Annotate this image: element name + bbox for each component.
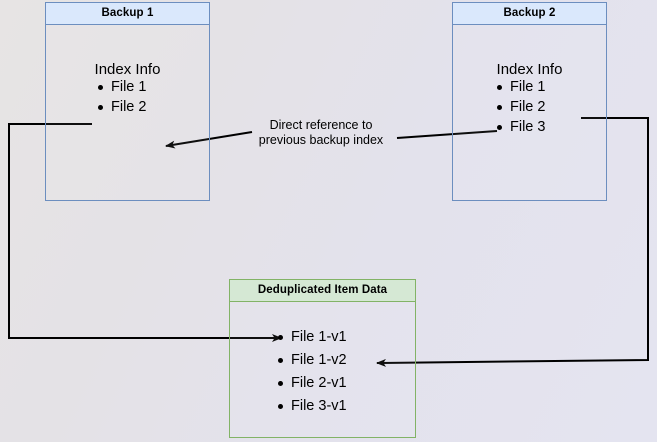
node-backup-2-body: Index Info File 1 File 2 File 3 — [453, 25, 606, 200]
list-item: File 3-v1 — [276, 395, 347, 418]
node-deduplicated-item-data[interactable]: Deduplicated Item Data File 1-v1 File 1-… — [229, 279, 416, 438]
node-backup-2-file-list: File 1 File 2 File 3 — [495, 77, 545, 137]
node-backup-1-header: Backup 1 — [46, 3, 209, 25]
edge-label-line-2: previous backup index — [258, 133, 384, 147]
list-item: File 2 — [495, 97, 545, 117]
list-item: File 1 — [495, 77, 545, 97]
edge-label-line-1: Direct reference to — [269, 118, 373, 132]
list-item: File 1 — [96, 77, 146, 97]
node-deduplicated-file-list: File 1-v1 File 1-v2 File 2-v1 File 3-v1 — [276, 326, 347, 418]
node-backup-2-header: Backup 2 — [453, 3, 606, 25]
node-backup-1-body: Index Info File 1 File 2 — [46, 25, 209, 200]
list-item: File 2-v1 — [276, 372, 347, 395]
node-backup-2[interactable]: Backup 2 Index Info File 1 File 2 File 3 — [452, 2, 607, 201]
list-item: File 1-v2 — [276, 349, 347, 372]
node-deduplicated-item-data-header: Deduplicated Item Data — [230, 280, 415, 302]
list-item: File 1-v1 — [276, 326, 347, 349]
node-backup-1-subtitle: Index Info — [94, 61, 161, 78]
list-item: File 2 — [96, 97, 146, 117]
list-item: File 3 — [495, 117, 545, 137]
node-deduplicated-item-data-body: File 1-v1 File 1-v2 File 2-v1 File 3-v1 — [230, 302, 415, 437]
node-backup-1[interactable]: Backup 1 Index Info File 1 File 2 — [45, 2, 210, 201]
node-backup-1-file-list: File 1 File 2 — [96, 77, 146, 117]
edge-label-direct-reference: Direct reference to previous backup inde… — [248, 118, 394, 148]
node-backup-2-subtitle: Index Info — [496, 61, 563, 78]
